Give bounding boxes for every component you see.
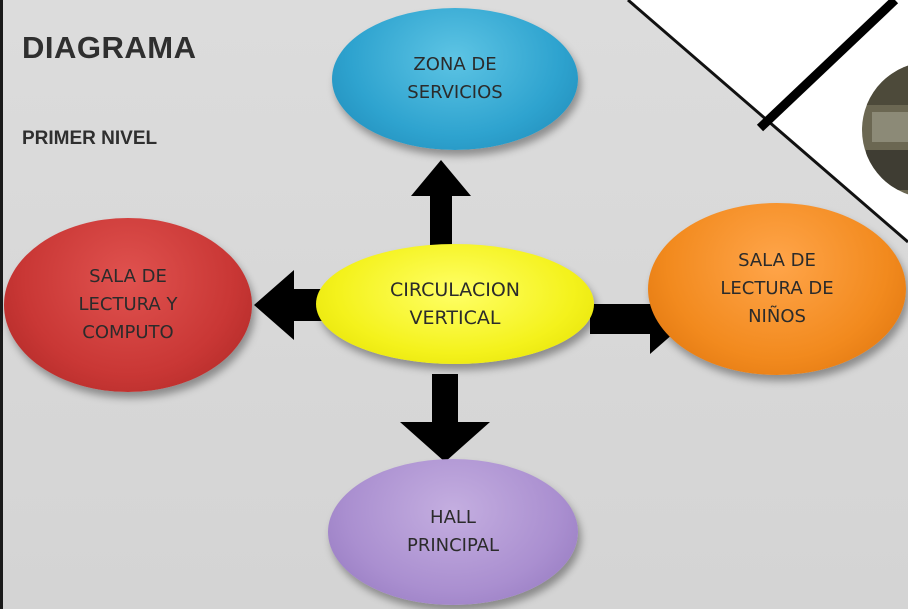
node-hall-principal-label: HALL PRINCIPAL	[406, 507, 500, 556]
diagram-subtitle: PRIMER NIVEL	[22, 128, 158, 149]
corner-diagonal-bar	[756, 0, 899, 132]
arrow-to-zona-servicios	[411, 160, 471, 246]
node-sala-lectura-computo: SALA DE LECTURA Y COMPUTO	[4, 218, 252, 392]
arrow-to-hall-principal	[400, 374, 490, 462]
node-hall-principal: HALL PRINCIPAL	[328, 459, 578, 605]
node-circulacion-vertical: CIRCULACION VERTICAL	[316, 244, 594, 364]
node-sala-lectura-ninos-label: SALA DE LECTURA DE NIÑOS	[720, 250, 834, 327]
node-sala-lectura-ninos: SALA DE LECTURA DE NIÑOS	[648, 203, 906, 375]
diagram-title: DIAGRAMA	[22, 30, 197, 65]
node-sala-lectura-computo-label: SALA DE LECTURA Y COMPUTO	[78, 266, 178, 343]
node-zona-servicios: ZONA DE SERVICIOS	[332, 8, 578, 150]
node-circulacion-vertical-label: CIRCULACION VERTICAL	[389, 279, 521, 329]
slide-left-border	[0, 0, 3, 609]
arrow-to-sala-lectura-computo	[254, 270, 349, 340]
node-zona-servicios-label: ZONA DE SERVICIOS	[407, 54, 503, 103]
